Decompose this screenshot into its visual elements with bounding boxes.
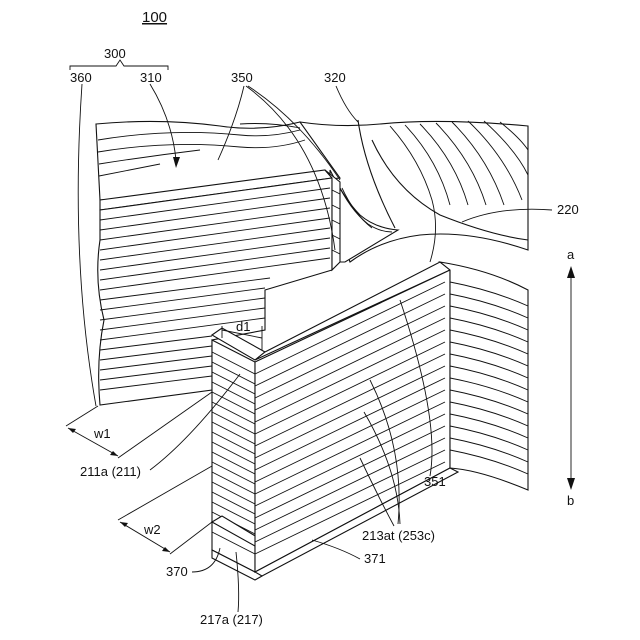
label-320: 320	[324, 70, 346, 85]
label-217a: 217a (217)	[200, 612, 263, 627]
label-d1: d1	[236, 319, 250, 334]
label-w2: w2	[143, 522, 161, 537]
label-310: 310	[140, 70, 162, 85]
bracket-300	[70, 60, 168, 70]
label-b: b	[567, 493, 574, 508]
label-300: 300	[104, 46, 126, 61]
label-211a: 211a (211)	[80, 464, 141, 479]
label-351: 351	[424, 474, 446, 489]
label-360: 360	[70, 70, 92, 85]
label-a: a	[567, 247, 575, 262]
direction-arrow-a-b	[567, 266, 575, 490]
label-350: 350	[231, 70, 253, 85]
label-370: 370	[166, 564, 188, 579]
figure-number: 100	[142, 9, 167, 26]
label-220: 220	[557, 202, 579, 217]
label-w1: w1	[93, 426, 111, 441]
label-371: 371	[364, 551, 386, 566]
label-213at: 213at (253c)	[362, 528, 435, 543]
